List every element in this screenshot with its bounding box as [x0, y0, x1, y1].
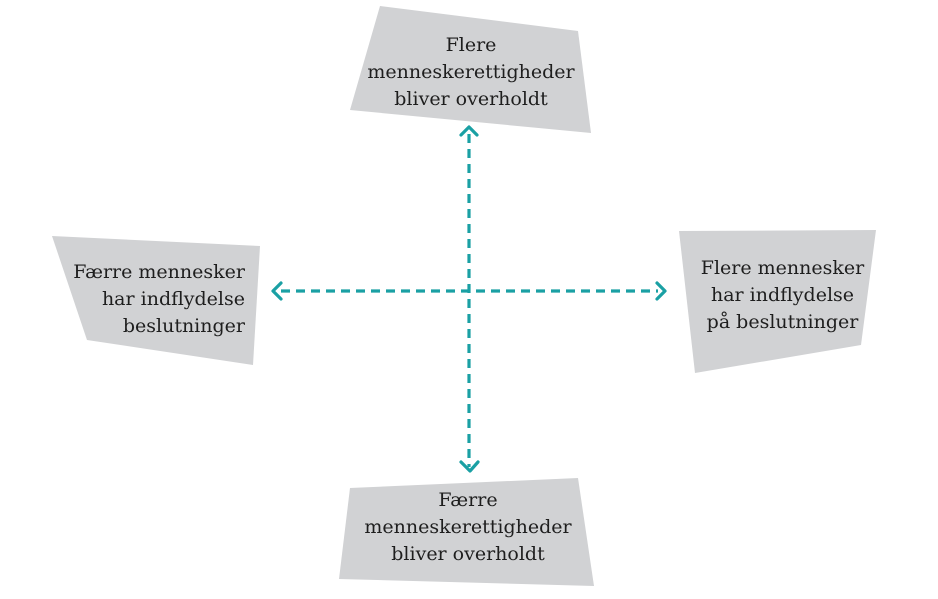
- box-left: [52, 236, 260, 365]
- arrowhead-right: [655, 281, 667, 301]
- label-top-line-3: bliver overholdt: [394, 88, 548, 110]
- label-left-line-1: Færre mennesker: [73, 261, 245, 283]
- label-right-line-2: har indflydelse: [710, 284, 855, 306]
- label-bottom-line-3: bliver overholdt: [391, 543, 545, 565]
- arrowhead-up: [459, 125, 479, 137]
- arrowhead-left: [271, 281, 283, 301]
- label-bottom: Færre menneskerettigheder bliver overhol…: [340, 487, 596, 568]
- label-bottom-line-1: Færre: [438, 489, 498, 511]
- label-left-line-2: har indflydelse: [101, 288, 245, 310]
- label-top: Flere menneskerettigheder bliver overhol…: [350, 32, 592, 113]
- label-bottom-line-2: menneskerettigheder: [364, 516, 572, 538]
- label-left: Færre mennesker har indflydelse beslutni…: [50, 259, 245, 340]
- box-right: [679, 230, 876, 373]
- arrowhead-down: [459, 460, 480, 473]
- label-right-line-1: Flere mennesker: [700, 257, 865, 279]
- label-top-line-2: menneskerettigheder: [367, 61, 575, 83]
- label-right: Flere mennesker har indflydelse på beslu…: [690, 255, 875, 336]
- label-left-line-3: beslutninger: [122, 315, 245, 337]
- box-top: [350, 6, 591, 133]
- label-top-line-1: Flere: [445, 34, 497, 56]
- box-bottom: [339, 478, 594, 586]
- label-right-line-3: på beslutninger: [706, 311, 859, 333]
